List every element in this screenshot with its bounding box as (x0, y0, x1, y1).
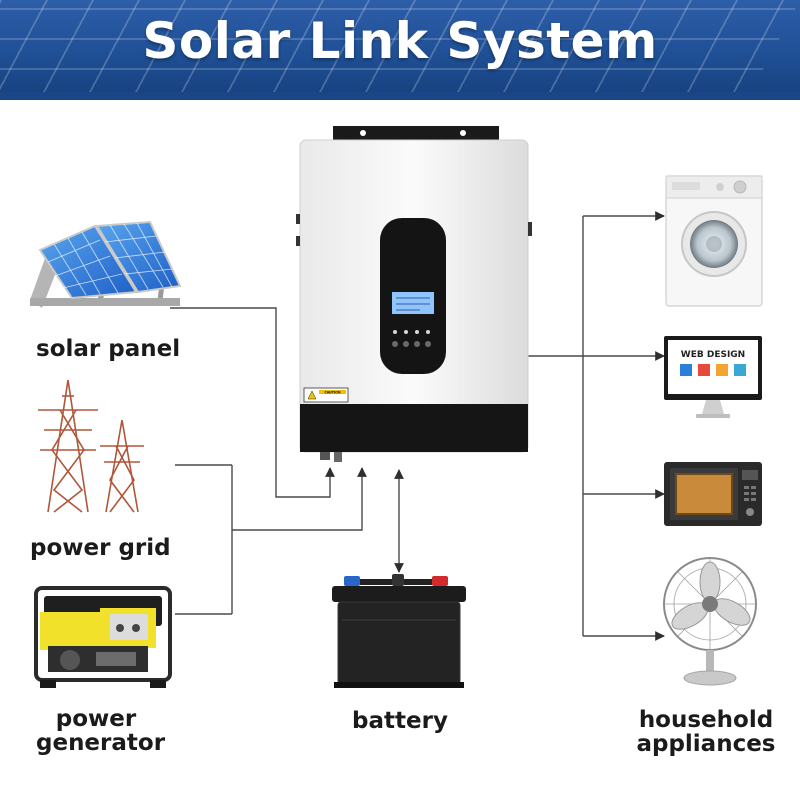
microwave-icon (664, 462, 762, 526)
page-title: Solar Link System (142, 12, 658, 70)
fan-icon (663, 557, 757, 686)
connection-lines (170, 211, 665, 641)
line-grid-generator-to-inverter (232, 467, 367, 531)
header-banner (0, 0, 800, 100)
monitor-icon: WEB DESIGN (664, 336, 762, 418)
battery-icon (332, 574, 466, 688)
line-solar-to-inverter (170, 307, 335, 498)
label-household-line2: appliances (636, 731, 776, 757)
label-power-generator-line1: power (55, 706, 137, 732)
label-solar-panel: solar panel (36, 336, 181, 362)
label-battery: battery (352, 708, 448, 734)
caution-label: CAUTION (324, 391, 340, 395)
label-power-grid: power grid (30, 535, 171, 561)
label-power-generator-line2: generator (36, 730, 166, 756)
monitor-screen-text: WEB DESIGN (681, 350, 745, 360)
washing-machine-icon (665, 175, 763, 307)
label-household-line1: household (638, 707, 774, 733)
power-tower-icon (38, 379, 144, 513)
generator-icon (34, 586, 172, 688)
solar-panel-icon (30, 220, 182, 308)
inverter-icon: CAUTION (296, 126, 532, 462)
